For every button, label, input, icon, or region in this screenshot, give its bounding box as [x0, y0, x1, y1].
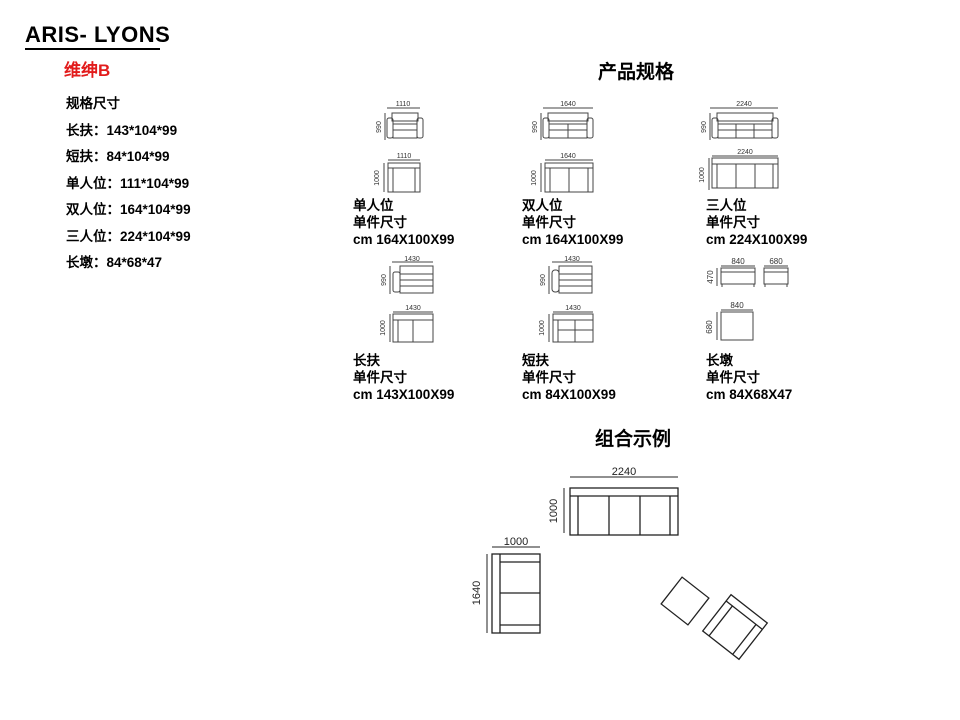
dimension-label: 840: [731, 257, 745, 266]
long-arm-top-drawing: 1430 1000: [380, 305, 434, 343]
dimension-label: 680: [769, 257, 783, 266]
spec-item: 双人位：164*104*99: [66, 202, 191, 217]
dimension-label: 990: [701, 121, 708, 133]
product-unit-label: 单件尺寸: [522, 215, 576, 230]
double-seat-top-drawing: 1640 1000: [531, 153, 594, 193]
spec-item: 长扶：143*104*99: [66, 122, 178, 138]
dimension-label: 470: [706, 270, 715, 284]
triple-seat-top-drawing: 2240 1000: [699, 149, 779, 190]
product-name: 双人位: [522, 198, 563, 213]
product-unit-label: 单件尺寸: [706, 370, 760, 385]
spec-list: 规格尺寸 长扶：143*104*99 短扶：84*104*99 单人位：111*…: [66, 95, 191, 281]
spec-item: 单人位：111*104*99: [66, 175, 190, 191]
short-arm-front-drawing: 1430 990: [540, 256, 593, 294]
dimension-label: 1430: [405, 305, 421, 312]
product-name: 短扶: [522, 353, 549, 368]
product-label-triple: 三人位 单件尺寸 cm 224X100X99: [706, 197, 807, 248]
dimension-label: 1110: [397, 153, 412, 160]
product-size: cm 224X100X99: [706, 232, 808, 247]
dimension-label: 1000: [531, 170, 538, 186]
single-seat-top-drawing: 1110 1000: [374, 153, 421, 193]
brand-underline: [25, 48, 160, 50]
spec-item: 短扶：84*104*99: [66, 149, 170, 164]
combo-drawing: 2240 1000 1000 1640: [471, 466, 769, 661]
product-label-long-arm: 长扶 单件尺寸 cm 143X100X99: [353, 352, 454, 403]
product-label-ottoman: 长墩 单件尺寸 cm 84X68X47: [706, 352, 792, 403]
product-label-double: 双人位 单件尺寸 cm 164X100X99: [522, 197, 623, 248]
product-name: 长墩: [706, 353, 733, 368]
spec-title: 规格尺寸: [66, 96, 120, 111]
dimension-label: 1430: [404, 256, 420, 263]
dimension-label: 1640: [560, 101, 576, 108]
product-size: cm 84X100X99: [522, 387, 616, 402]
brand-title: ARIS- LYONS: [25, 22, 171, 47]
product-spec-title: 产品规格: [598, 62, 675, 83]
product-name: 长扶: [353, 353, 380, 368]
dimension-label: 1000: [504, 536, 528, 548]
dimension-label: 2240: [736, 101, 752, 108]
double-seat-front-drawing: 1640 990: [532, 101, 594, 140]
combo-single-seat: [701, 593, 769, 661]
product-size: cm 164X100X99: [522, 232, 624, 247]
dimension-label: 990: [381, 274, 388, 286]
product-name: 三人位: [706, 198, 747, 213]
dimension-label: 1000: [380, 320, 387, 336]
series-name: 维绅B: [64, 61, 111, 80]
combo-example-title: 组合示例: [595, 429, 672, 450]
spec-item: 三人位：224*104*99: [66, 228, 191, 244]
dimension-label: 1430: [565, 305, 581, 312]
product-size: cm 84X68X47: [706, 387, 793, 402]
dimension-label: 990: [540, 274, 547, 286]
ottoman-top-drawing: 840 680: [705, 301, 754, 341]
dimension-label: 2240: [737, 149, 753, 156]
dimension-label: 1000: [548, 499, 560, 523]
product-size: cm 164X100X99: [353, 232, 455, 247]
dimension-label: 1110: [396, 101, 411, 108]
product-unit-label: 单件尺寸: [522, 370, 576, 385]
dimension-label: 1640: [471, 581, 483, 605]
dimension-label: 2240: [612, 466, 636, 478]
product-name: 单人位: [353, 198, 394, 213]
long-arm-front-drawing: 1430 990: [381, 256, 434, 294]
ottoman-front-drawing: 840 680 470: [706, 257, 789, 287]
product-unit-label: 单件尺寸: [353, 370, 407, 385]
product-unit-label: 单件尺寸: [353, 215, 407, 230]
product-label-single: 单人位 单件尺寸 cm 164X100X99: [353, 197, 454, 248]
dimension-label: 990: [376, 121, 383, 133]
product-size: cm 143X100X99: [353, 387, 455, 402]
short-arm-top-drawing: 1430 1000: [539, 305, 594, 343]
single-seat-front-drawing: 1110 990: [376, 101, 424, 140]
dimension-label: 1000: [699, 167, 706, 183]
triple-seat-front-drawing: 2240 990: [701, 101, 779, 140]
combo-ottoman: [660, 576, 710, 626]
product-unit-label: 单件尺寸: [706, 215, 760, 230]
dimension-label: 1000: [539, 320, 546, 336]
dimension-label: 840: [730, 301, 744, 310]
dimension-label: 1000: [374, 170, 381, 186]
dimension-label: 680: [705, 320, 714, 334]
dimension-label: 1430: [564, 256, 580, 263]
spec-item: 长墩：84*68*47: [66, 255, 163, 270]
dimension-label: 990: [532, 121, 539, 133]
dimension-label: 1640: [560, 153, 576, 160]
product-label-short-arm: 短扶 单件尺寸 cm 84X100X99: [522, 352, 616, 403]
